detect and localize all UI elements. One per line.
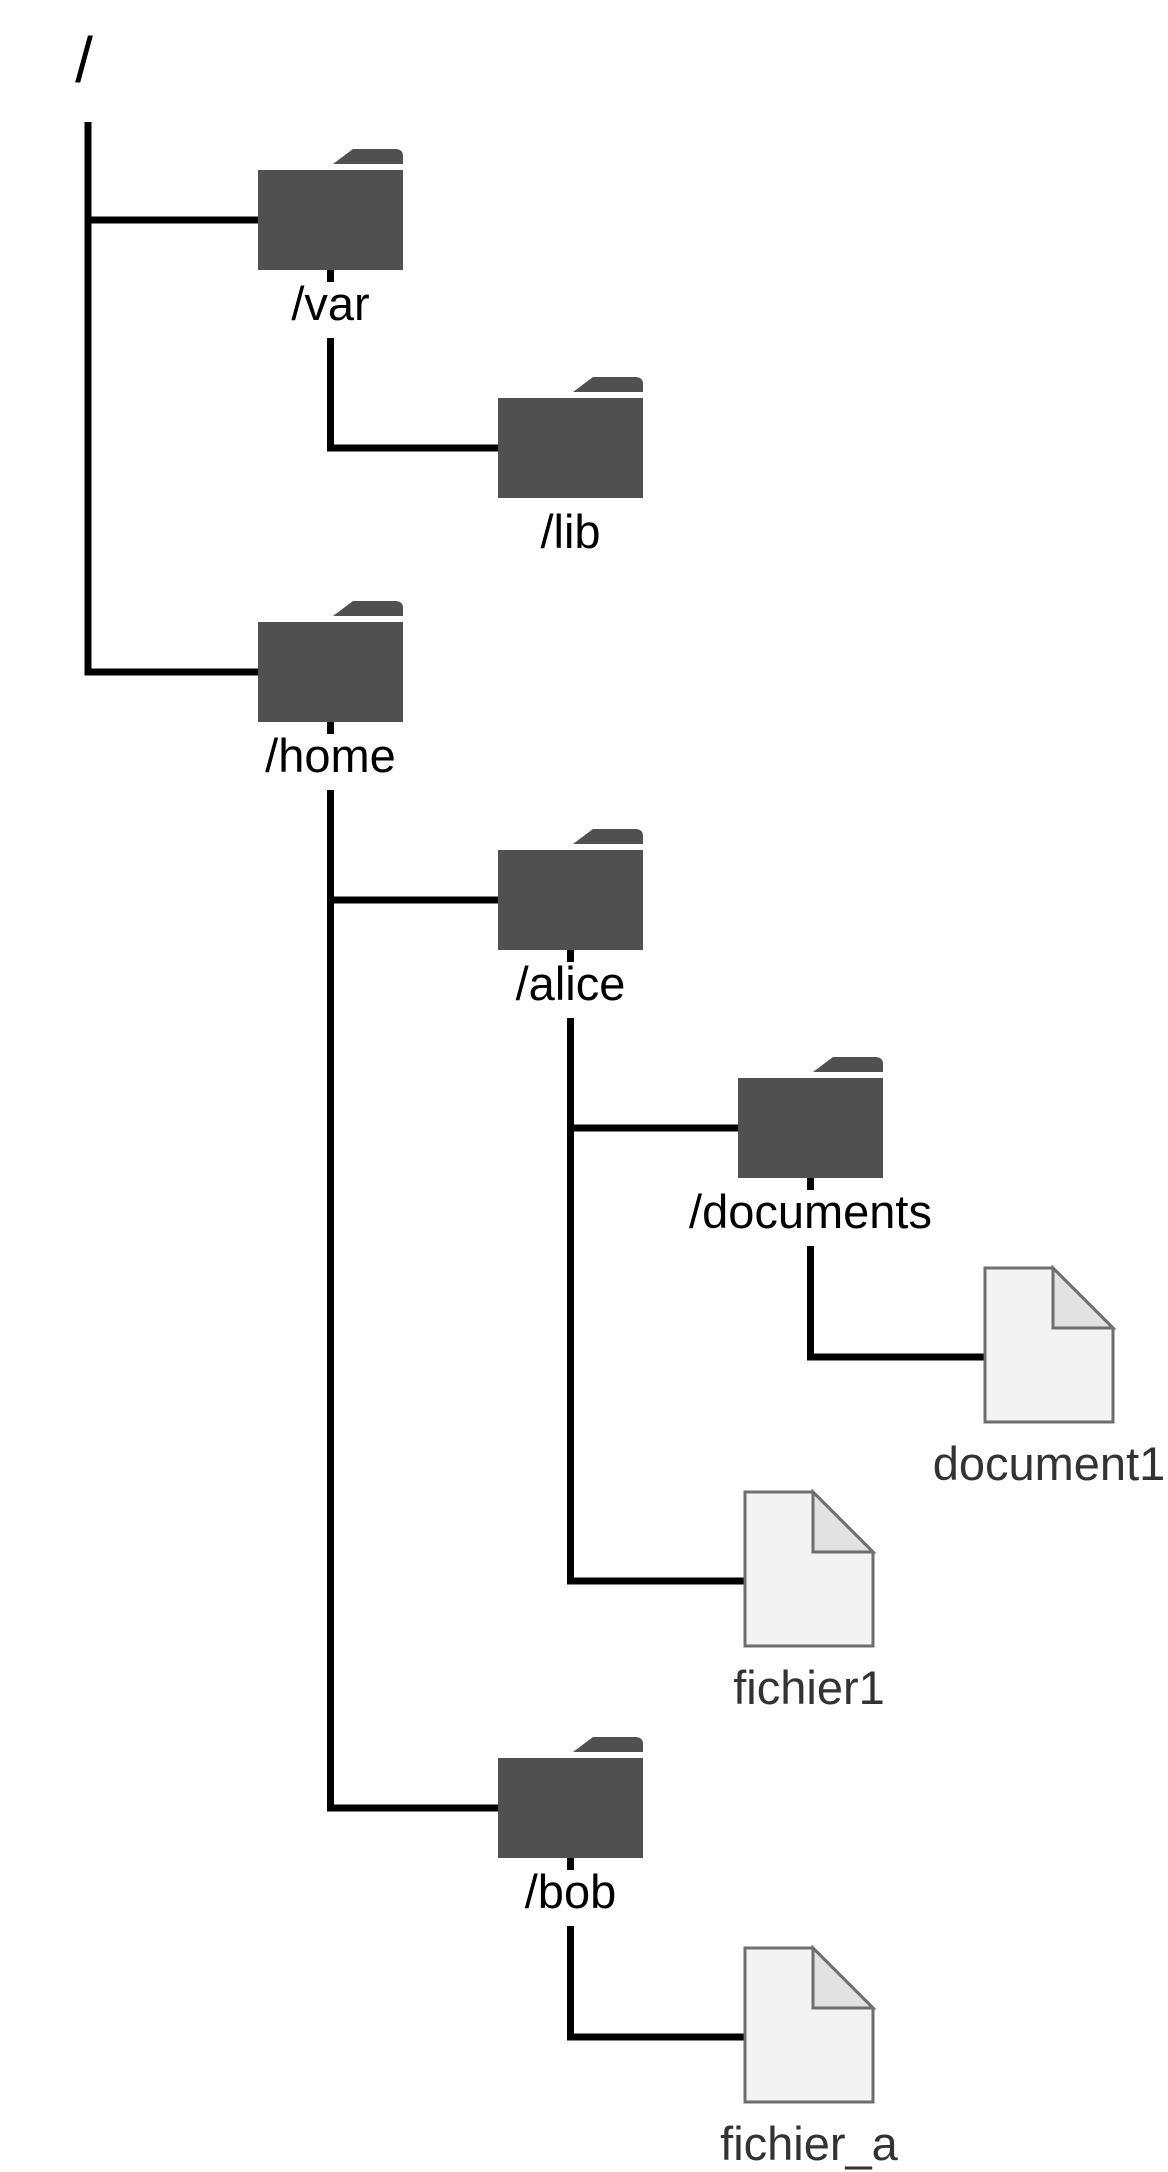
folder-label: /var (291, 277, 369, 330)
folder-icon (498, 1737, 643, 1858)
folder-node-bob: /bob (498, 1737, 643, 1918)
file-icon (743, 1488, 877, 1648)
folder-node-var: /var (258, 149, 403, 330)
folder-label: /lib (540, 505, 600, 558)
folder-node-documents: /documents (689, 1057, 932, 1238)
folder-icon (738, 1057, 883, 1178)
file-node-fichier1: fichier1 (733, 1488, 885, 1714)
folder-label: /bob (525, 1865, 616, 1918)
file-icon (983, 1264, 1117, 1424)
folder-icon (258, 149, 403, 270)
folder-label: /home (265, 729, 396, 782)
folder-icon (498, 377, 643, 498)
file-label: fichier_a (720, 2117, 899, 2170)
folder-icon (258, 601, 403, 722)
folder-label: /documents (689, 1185, 932, 1238)
file-node-fichier_a: fichier_a (720, 1944, 899, 2170)
folder-node-lib: /lib (498, 377, 643, 558)
root-label: / (75, 24, 93, 96)
file-node-document1: document1 (933, 1264, 1166, 1490)
file-icon (743, 1944, 877, 2104)
folder-icon (498, 829, 643, 950)
tree-nodes: /var/lib/home/alice/documents document1 fi… (258, 149, 1165, 2170)
tree-connectors (84, 122, 985, 2041)
file-label: fichier1 (733, 1661, 885, 1714)
folder-node-alice: /alice (498, 829, 643, 1010)
folder-label: /alice (516, 957, 626, 1010)
file-label: document1 (933, 1437, 1166, 1490)
folder-node-home: /home (258, 601, 403, 782)
